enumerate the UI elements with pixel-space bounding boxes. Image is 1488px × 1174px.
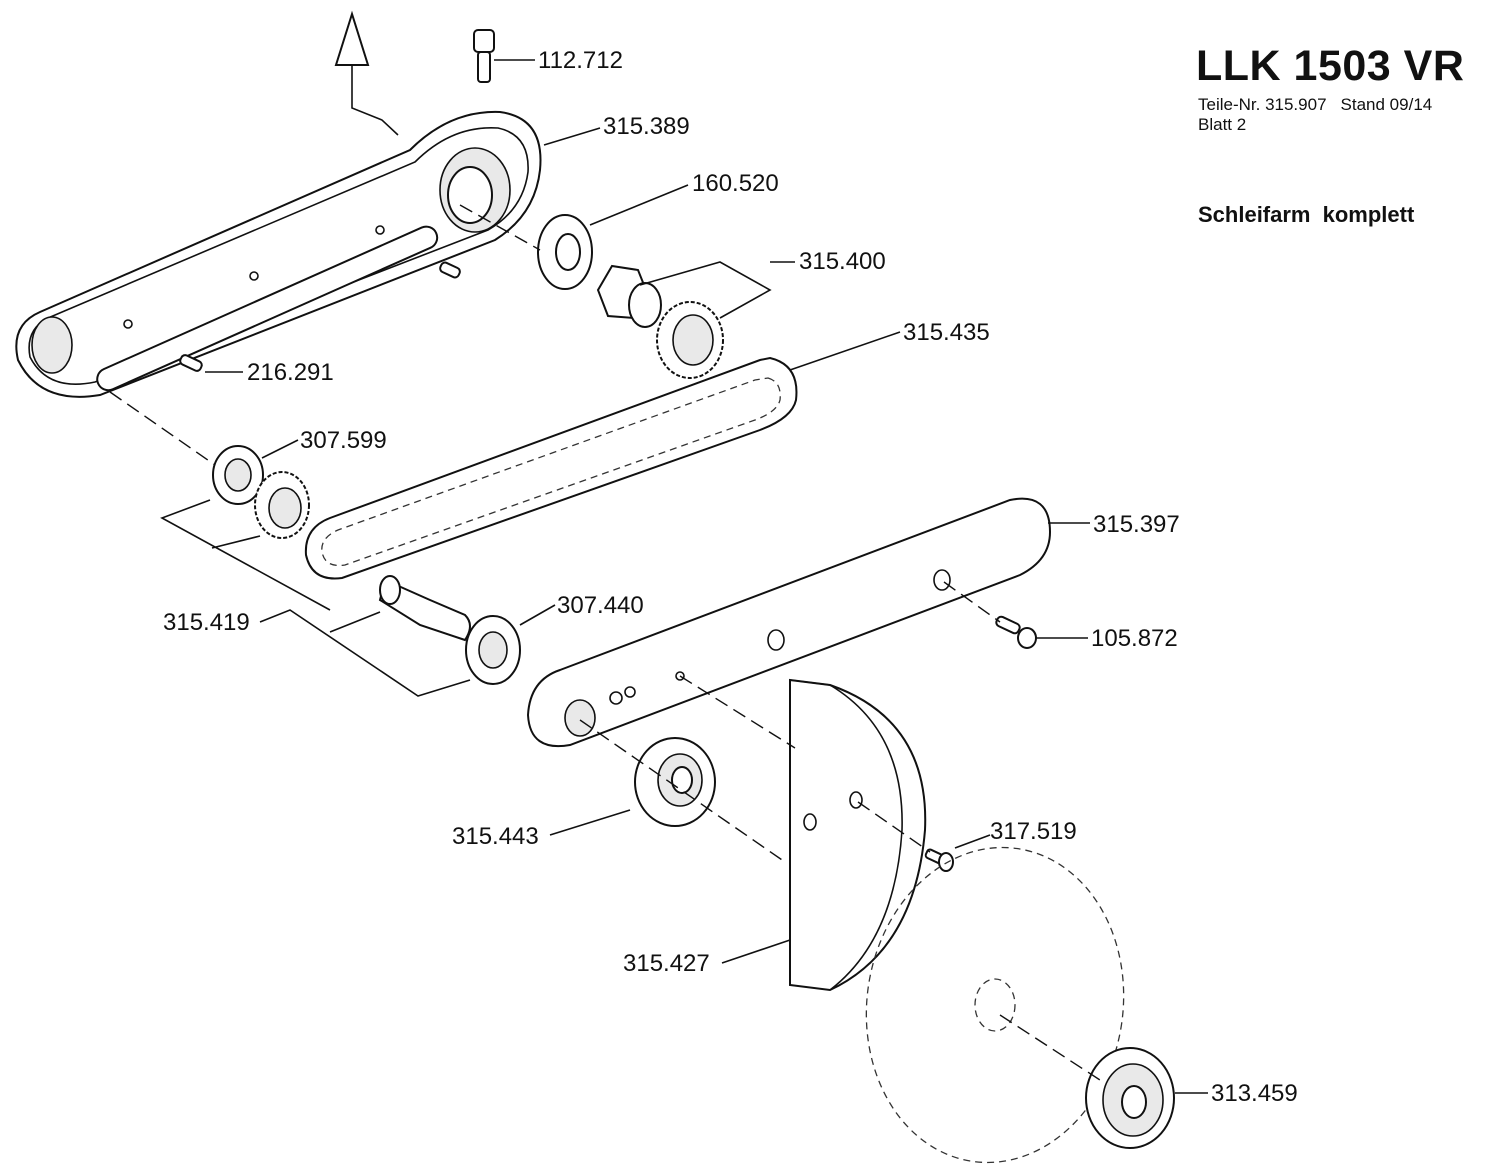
part-screw-317519 — [924, 848, 954, 872]
callout-160520: 160.520 — [692, 170, 779, 197]
part-washer-315443 — [634, 737, 716, 827]
part-belt-315435 — [304, 356, 798, 580]
callout-315419: 315.419 — [163, 609, 250, 636]
callout-105872: 105.872 — [1091, 625, 1178, 652]
callout-313459: 313.459 — [1211, 1080, 1298, 1107]
drawing-title: LLK 1503 VR — [1196, 42, 1465, 90]
callout-315400: 315.400 — [799, 248, 886, 275]
part-screw-105872 — [995, 615, 1037, 649]
callout-315435: 315.435 — [903, 319, 990, 346]
callout-315397: 315.397 — [1093, 511, 1180, 538]
callout-307599: 307.599 — [300, 427, 387, 454]
stand-date: Stand 09/14 — [1340, 95, 1433, 114]
callout-216291: 216.291 — [247, 359, 334, 386]
part-flange-nut-313459 — [1085, 1047, 1175, 1149]
direction-arrow — [334, 10, 399, 136]
part-number: Teile-Nr. 315.907 — [1198, 95, 1327, 114]
part-bearing-307599 — [212, 445, 264, 505]
callout-307440: 307.440 — [557, 592, 644, 619]
part-arm-315389 — [15, 110, 542, 398]
part-washer-160520 — [537, 214, 593, 290]
part-cover-315397 — [526, 497, 1052, 748]
sheet-number: Blatt 2 — [1198, 115, 1247, 134]
part-grinding-disc — [865, 846, 1125, 1164]
callout-labels: 112.712 315.389 160.520 315.400 216.291 … — [163, 47, 1298, 1107]
callout-317519: 317.519 — [990, 818, 1077, 845]
callout-112712: 112.712 — [538, 47, 623, 74]
part-pulley-315419 — [254, 471, 471, 642]
callout-315443: 315.443 — [452, 823, 539, 850]
part-guard-315427 — [789, 678, 927, 992]
part-screw-112712 — [473, 29, 495, 83]
part-pulley-315400 — [596, 264, 724, 379]
callout-315389: 315.389 — [603, 113, 690, 140]
callout-315427: 315.427 — [623, 950, 710, 977]
leader-lines — [160, 59, 1208, 1094]
drawing-meta: Teile-Nr. 315.907 Stand 09/14 Blatt 2 — [1198, 95, 1446, 135]
drawing-subtitle: Schleifarm komplett — [1198, 202, 1415, 227]
part-bearing-307440 — [465, 615, 521, 685]
assembly-axis-lines — [109, 204, 1101, 1081]
